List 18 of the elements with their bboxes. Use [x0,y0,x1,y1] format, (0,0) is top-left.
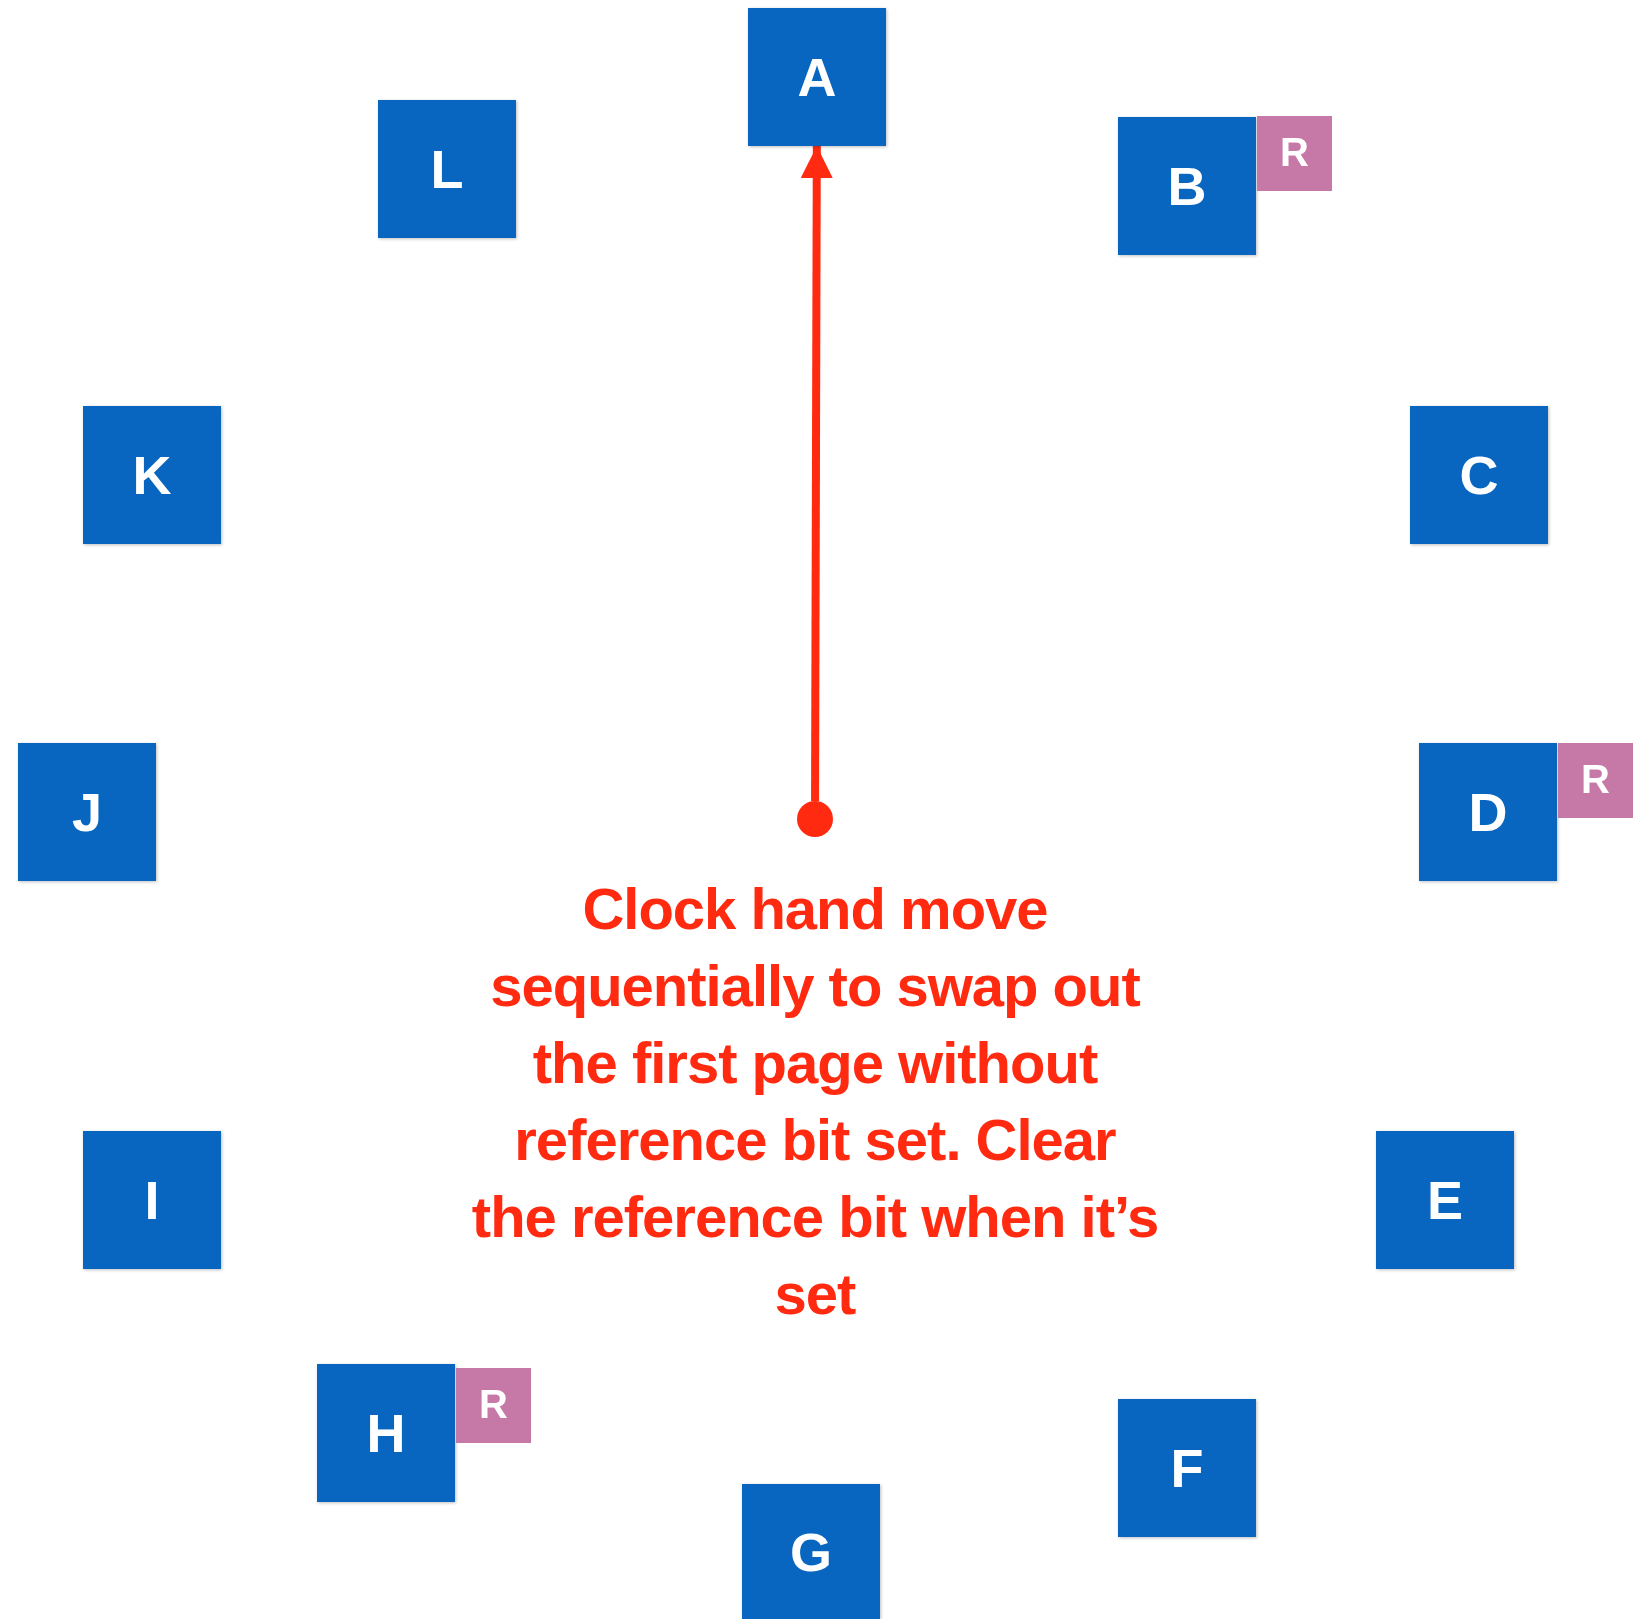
page-frame-box: E [1376,1131,1514,1269]
page-frame-box: K [83,406,221,544]
page-frame-box: F [1118,1399,1256,1537]
page-frame-box: C [1410,406,1548,544]
page-frame-box: H [317,1364,455,1502]
page-frame-box: L [378,100,516,238]
clock-hand-arrow [800,146,833,801]
page-frame-box: G [742,1484,880,1619]
page-frame-box: B [1118,117,1256,255]
page-frame-box: D [1419,743,1557,881]
note-text: Clock hand move sequentially to swap out the first page without reference bit set. Clear the reference bit when it’s set [470,875,1160,1328]
page-frame-box: J [18,743,156,881]
pivot-dot [797,801,833,837]
page-frame-box: A [748,8,886,146]
reference-bit-badge: R [1558,743,1633,818]
reference-bit-badge: R [1257,116,1332,191]
reference-bit-badge: R [456,1368,531,1443]
page-frame-box: I [83,1131,221,1269]
